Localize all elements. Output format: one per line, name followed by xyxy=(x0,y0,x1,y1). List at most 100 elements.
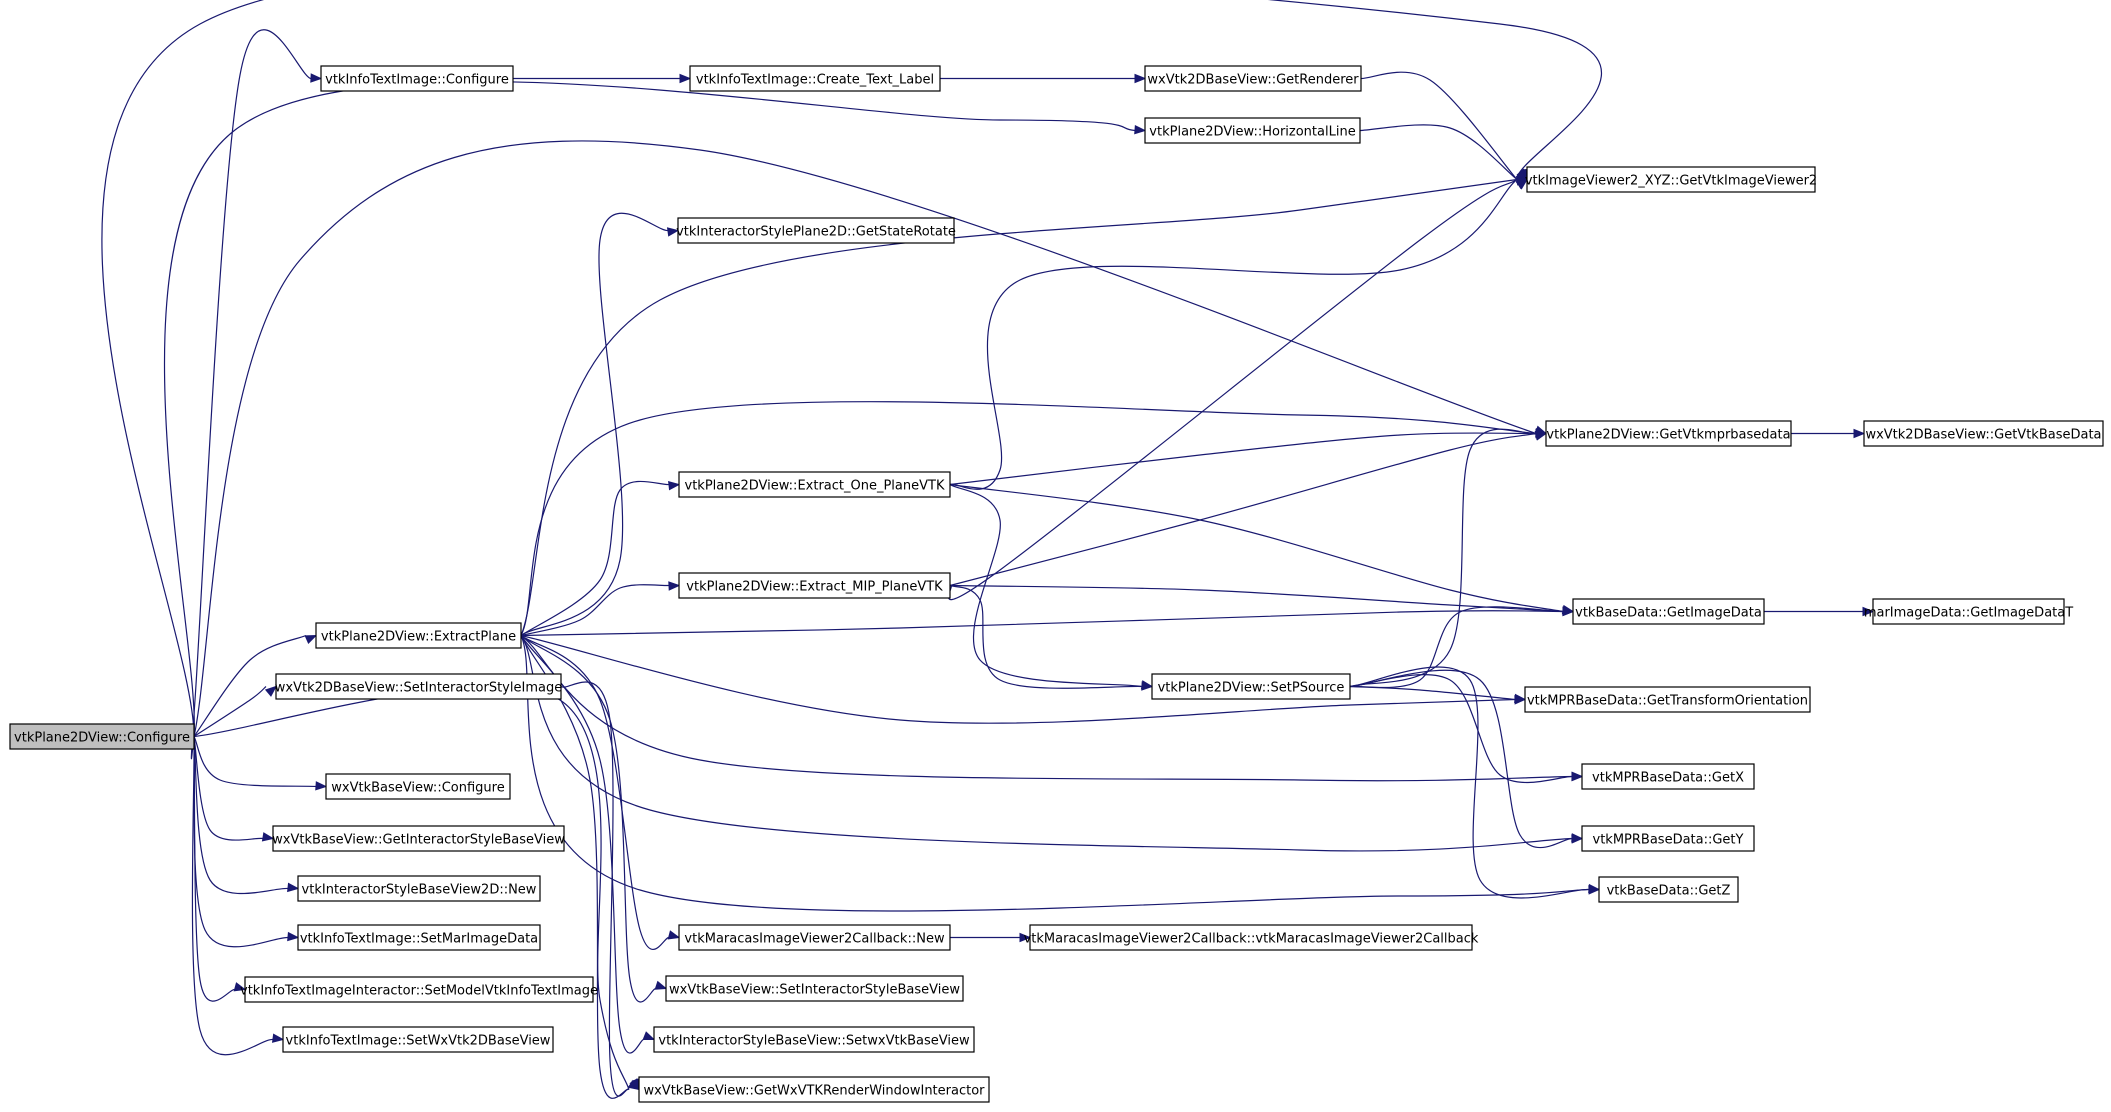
edge-n-extract-plane-to-n-getx xyxy=(520,635,1584,782)
edge-line xyxy=(193,736,317,788)
edge-line xyxy=(520,178,1518,636)
node-n-get-imagedataT[interactable]: marImageData::GetImageDataT xyxy=(1864,598,2073,625)
node-label: vtkPlane2DView::HorizontalLine xyxy=(1149,125,1355,140)
node-n-state-rotate[interactable]: vtkInteractorStylePlane2D::GetStateRotat… xyxy=(676,217,956,244)
node-n-get-mprbase[interactable]: vtkPlane2DView::GetVtkmprbasedata xyxy=(1545,420,1792,447)
arrowhead xyxy=(666,227,680,237)
node-n-getx[interactable]: vtkMPRBaseData::GetX xyxy=(1581,763,1755,790)
arrowhead xyxy=(668,581,681,591)
node-box xyxy=(272,825,565,852)
edge-n-extract-plane-to-n-extract-one xyxy=(520,480,681,636)
edge-n-cb-new-to-n-cb-ctor xyxy=(950,932,1032,943)
node-n-hline[interactable]: vtkPlane2DView::HorizontalLine xyxy=(1144,117,1361,144)
edge-line xyxy=(1349,685,1516,701)
edge-root-to-n-isbv2d-new xyxy=(193,736,300,895)
node-label: marImageData::GetImageDataT xyxy=(1864,606,2073,621)
node-n-set-isi[interactable]: wxVtk2DBaseView::SetInteractorStyleImage xyxy=(275,673,562,700)
node-box xyxy=(677,217,955,244)
node-n-getz[interactable]: vtkBaseData::GetZ xyxy=(1598,876,1739,903)
node-n-get-isbv[interactable]: wxVtkBaseView::GetInteractorStyleBaseVie… xyxy=(272,825,565,852)
arrowhead xyxy=(287,931,300,942)
node-root[interactable]: vtkPlane2DView::Configure xyxy=(9,723,195,750)
arrowhead xyxy=(1515,178,1529,190)
arrowhead xyxy=(287,882,300,893)
edge-line xyxy=(949,179,1518,490)
node-n-set-marimage[interactable]: vtkInfoTextImage::SetMarImageData xyxy=(297,924,541,951)
node-n-create-label[interactable]: vtkInfoTextImage::Create_Text_Label xyxy=(689,65,941,92)
edge-line xyxy=(520,212,669,636)
edges-layer xyxy=(101,0,1875,1099)
node-box xyxy=(665,975,964,1002)
edge-line xyxy=(190,29,312,760)
node-n-isbv2d-new[interactable]: vtkInteractorStyleBaseView2D::New xyxy=(297,875,541,902)
node-n-cfg-text[interactable]: vtkInfoTextImage::Configure xyxy=(320,65,514,92)
node-n-set-isbv[interactable]: wxVtkBaseView::SetInteractorStyleBaseVie… xyxy=(665,975,964,1002)
node-box xyxy=(1863,420,2104,447)
node-n-set-wxbase[interactable]: vtkInteractorStyleBaseView::SetwxVtkBase… xyxy=(653,1026,975,1053)
node-n-extract-one[interactable]: vtkPlane2DView::Extract_One_PlaneVTK xyxy=(678,471,951,498)
node-box xyxy=(1151,673,1351,700)
node-n-get-rwi[interactable]: wxVtkBaseView::GetWxVTKRenderWindowInter… xyxy=(638,1076,990,1103)
node-label: vtkInfoTextImage::SetWxVtk2DBaseView xyxy=(286,1034,551,1049)
edge-n-extract-mip-to-n-get-viewer2 xyxy=(947,178,1529,601)
arrowhead xyxy=(1514,693,1527,704)
node-box xyxy=(1144,117,1361,144)
edge-n-extract-one-to-n-get-viewer2 xyxy=(949,178,1529,490)
edge-line xyxy=(520,635,1573,852)
node-n-get-viewer2[interactable]: vtkImageViewer2_XYZ::GetVtkImageViewer2 xyxy=(1525,166,1817,193)
node-n-set-wx2d[interactable]: vtkInfoTextImage::SetWxVtk2DBaseView xyxy=(282,1026,554,1053)
node-box xyxy=(638,1076,990,1103)
edge-n-extract-plane-to-n-get-imagedata xyxy=(520,606,1575,637)
edge-line xyxy=(193,685,630,1090)
arrowhead xyxy=(667,930,681,940)
node-label: vtkInfoTextImageInteractor::SetModelVtkI… xyxy=(240,984,598,999)
node-n-extract-plane[interactable]: vtkPlane2DView::ExtractPlane xyxy=(315,622,522,649)
node-box xyxy=(1524,686,1811,713)
node-box xyxy=(297,924,541,951)
node-label: vtkPlane2DView::SetPSource xyxy=(1158,681,1345,696)
node-box xyxy=(1872,598,2065,625)
node-label: vtkMPRBaseData::GetTransformOrientation xyxy=(1527,694,1808,709)
arrowhead xyxy=(1562,606,1575,617)
node-n-get-renderer[interactable]: wxVtk2DBaseView::GetRenderer xyxy=(1144,65,1362,92)
edge-line xyxy=(193,140,1537,737)
node-n-transform[interactable]: vtkMPRBaseData::GetTransformOrientation xyxy=(1524,686,1811,713)
node-n-cb-ctor[interactable]: vtkMaracasImageViewer2Callback::vtkMarac… xyxy=(1024,924,1479,951)
node-n-gety[interactable]: vtkMPRBaseData::GetY xyxy=(1581,825,1755,852)
edge-line xyxy=(191,736,274,1056)
edge-root-to-n-set-isi xyxy=(193,685,278,738)
arrowhead xyxy=(315,781,328,791)
arrowhead xyxy=(1134,73,1147,84)
edge-n-set-isi-to-n-get-rwi xyxy=(560,681,640,1097)
edge-root-to-n-set-model xyxy=(193,736,247,1002)
node-label: wxVtkBaseView::GetWxVTKRenderWindowInter… xyxy=(643,1084,985,1099)
edge-n-cfg-text-to-n-create-label xyxy=(513,73,692,84)
edge-line xyxy=(1359,124,1518,180)
edge-n-extract-mip-to-n-get-mprbase xyxy=(949,430,1548,587)
edge-n-extract-plane-to-n-extract-mip xyxy=(520,581,681,637)
edge-line xyxy=(947,178,1518,601)
node-label: vtkPlane2DView::Extract_One_PlaneVTK xyxy=(685,479,945,494)
node-n-get-imagedata[interactable]: vtkBaseData::GetImageData xyxy=(1572,598,1765,625)
edge-line xyxy=(949,432,1537,486)
nodes-layer: vtkPlane2DView::ConfigurevtkInfoTextImag… xyxy=(9,65,2104,1103)
node-box xyxy=(282,1026,554,1053)
edge-n-extract-plane-to-n-get-mprbase xyxy=(520,401,1548,636)
arrowhead xyxy=(261,832,275,842)
edge-n-get-imagedata-to-n-get-imagedataT xyxy=(1763,606,1875,617)
node-n-set-psource[interactable]: vtkPlane2DView::SetPSource xyxy=(1151,673,1351,700)
node-n-set-model[interactable]: vtkInfoTextImageInteractor::SetModelVtkI… xyxy=(240,976,598,1003)
node-box xyxy=(653,1026,975,1053)
edge-line xyxy=(1349,666,1590,899)
node-n-get-basedata[interactable]: wxVtk2DBaseView::GetVtkBaseData xyxy=(1863,420,2104,447)
edge-root-to-n-get-isbv xyxy=(193,736,275,842)
node-n-wx-cfg[interactable]: wxVtkBaseView::Configure xyxy=(325,773,511,800)
node-label: vtkMPRBaseData::GetX xyxy=(1592,771,1744,786)
edge-line xyxy=(193,686,267,738)
node-n-extract-mip[interactable]: vtkPlane2DView::Extract_MIP_PlaneVTK xyxy=(678,572,951,599)
edge-line xyxy=(949,483,1564,613)
node-box xyxy=(1526,166,1816,193)
node-n-cb-new[interactable]: vtkMaracasImageViewer2Callback::New xyxy=(678,924,951,951)
edge-root-to-n-set-wx2d xyxy=(191,736,285,1056)
